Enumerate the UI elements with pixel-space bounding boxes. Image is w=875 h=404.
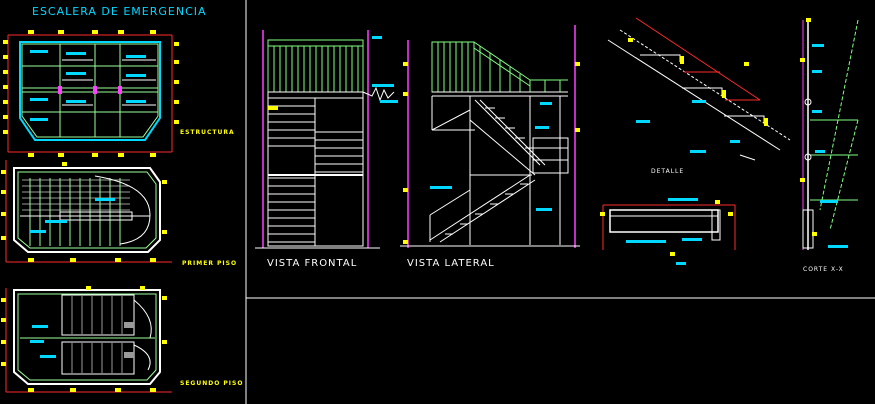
label-primer-piso: PRIMER PISO [182, 260, 238, 267]
drawing-title: ESCALERA DE EMERGENCIA [32, 5, 207, 18]
sheet-frame [245, 0, 875, 404]
vista-frontal [255, 30, 398, 249]
label-vista-frontal: VISTA FRONTAL [267, 258, 358, 269]
plan-primer-piso [1, 160, 172, 263]
label-vista-lateral: VISTA LATERAL [407, 258, 495, 269]
structure-outline [19, 41, 161, 141]
label-corte-xx: CORTE X-X [803, 266, 844, 273]
yellow-dimension-marks [3, 30, 179, 157]
detalle [607, 17, 791, 161]
corte-xx [800, 18, 859, 250]
detalle-viga [600, 198, 736, 265]
front-treads [268, 105, 363, 243]
vista-lateral [400, 25, 580, 248]
label-segundo-piso: SEGUNDO PISO [180, 380, 244, 387]
plan-estructura [3, 30, 179, 157]
plan-segundo-piso [1, 286, 172, 393]
cyan-tags [30, 50, 146, 121]
label-estructura: ESTRUCTURA [180, 129, 235, 136]
label-detalle: DETALLE [651, 168, 685, 175]
wall-outline [13, 167, 161, 253]
